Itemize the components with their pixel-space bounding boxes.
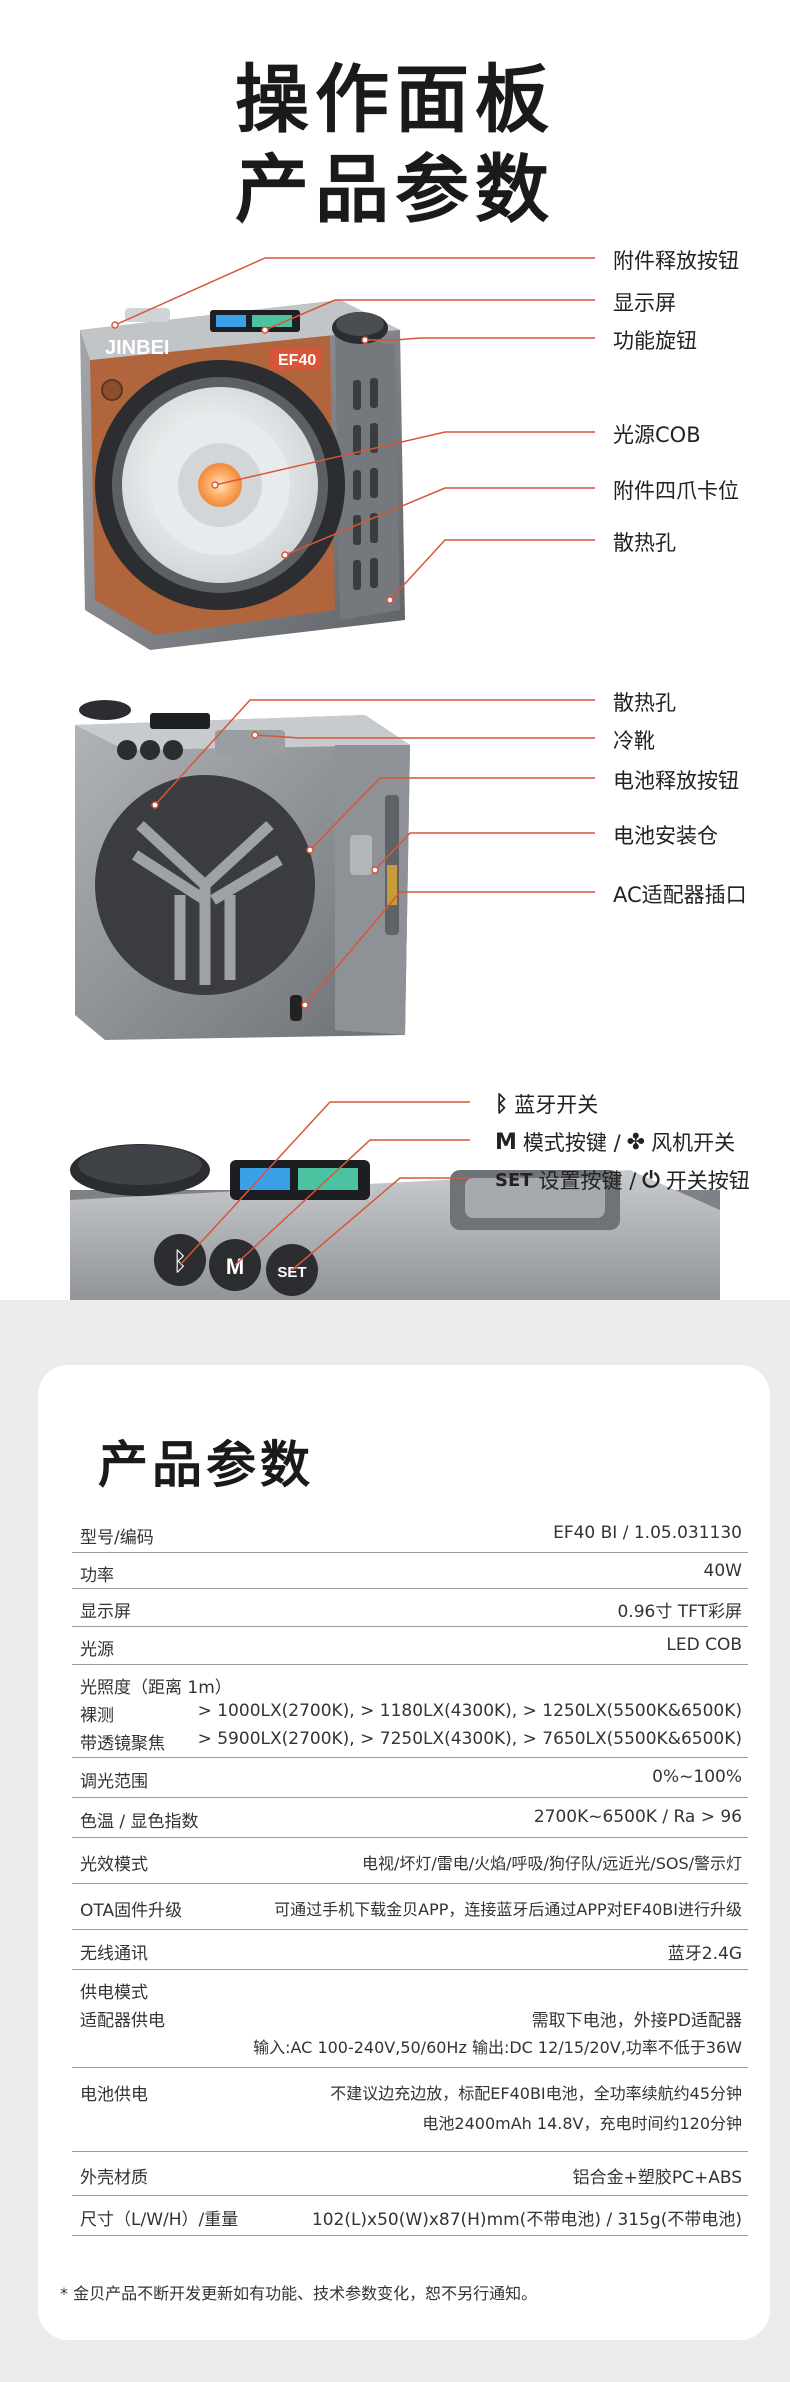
callout-display: 显示屏: [613, 291, 676, 315]
func-set-power: SET 设置按键 / ⏻ 开关按钮: [495, 1165, 750, 1195]
spec-row-housing: 外壳材质 铝合金+塑胶PC+ABS: [72, 2152, 748, 2196]
mode-button[interactable]: M: [209, 1239, 261, 1291]
spec-label: 显示屏: [80, 1602, 131, 1622]
headline-product-params: 产品参数: [235, 147, 555, 233]
spec-label: 供电模式: [80, 1983, 148, 2003]
spec-sublabel: 带透镜聚焦: [80, 1734, 165, 1754]
spec-row-illuminance: 光照度（距离 1m） 裸测 > 1000LX(2700K), > 1180LX(…: [72, 1665, 748, 1758]
func-power-text: 开关按钮: [665, 1169, 750, 1193]
spec-value: 0%~100%: [652, 1767, 742, 1787]
func-mode-text: 模式按键 /: [522, 1131, 621, 1155]
spec-card: 产品参数 型号/编码 EF40 BI / 1.05.031130 功率 40W …: [38, 1365, 770, 2340]
callout-battery-release: 电池释放按钮: [613, 769, 739, 793]
spec-row-battery-power: 电池供电 不建议边充边放，标配EF40BI电池，全功率续航约45分钟 电池240…: [72, 2068, 748, 2152]
spec-label: 光照度（距离 1m）: [80, 1678, 232, 1698]
buttons-closeup-photo: ᛒ M SET: [70, 1130, 720, 1315]
power-icon: ⏻: [642, 1167, 660, 1193]
model-badge: EF40: [278, 352, 316, 369]
bluetooth-icon: ᛒ: [495, 1091, 509, 1117]
func-mode-fan: M 模式按键 / ✤ 风机开关: [495, 1127, 735, 1157]
spec-label: OTA固件升级: [80, 1901, 183, 1921]
spec-value: > 5900LX(2700K), > 7250LX(4300K), > 7650…: [197, 1729, 742, 1749]
spec-value: 0.96寸 TFT彩屏: [617, 1602, 742, 1622]
spec-value: 电池2400mAh 14.8V，充电时间约120分钟: [422, 2114, 742, 2133]
spec-label: 调光范围: [80, 1772, 148, 1792]
spec-value: LED COB: [666, 1635, 742, 1655]
callout-battery-bay: 电池安装仓: [613, 824, 718, 848]
spec-value: 蓝牙2.4G: [667, 1944, 742, 1964]
callout-four-claw: 附件四爪卡位: [613, 479, 739, 503]
bluetooth-button[interactable]: ᛒ: [154, 1234, 206, 1286]
spec-value: > 1000LX(2700K), > 1180LX(4300K), > 1250…: [197, 1701, 742, 1721]
callout-accessory-release: 附件释放按钮: [613, 249, 739, 273]
spec-row-size-weight: 尺寸（L/W/H）/重量 102(L)x50(W)x87(H)mm(不带电池) …: [72, 2196, 748, 2236]
callout-heat-vent-front: 散热孔: [613, 531, 676, 555]
headline-operation-panel: 操作面板: [235, 57, 555, 143]
footnote: * 金贝产品不断开发更新如有功能、技术参数变化，恕不另行通知。: [60, 2284, 538, 2303]
spec-label: 尺寸（L/W/H）/重量: [80, 2210, 239, 2230]
spec-row-dimming: 调光范围 0%~100%: [72, 1758, 748, 1798]
callout-ac-port: AC适配器插口: [613, 883, 747, 907]
spec-row-model: 型号/编码 EF40 BI / 1.05.031130: [72, 1515, 748, 1553]
spec-row-wireless: 无线通讯 蓝牙2.4G: [72, 1930, 748, 1970]
spec-label: 功率: [80, 1566, 114, 1586]
spec-value: EF40 BI / 1.05.031130: [553, 1523, 742, 1543]
spec-value: 输入:AC 100-240V,50/60Hz 输出:DC 12/15/20V,功…: [253, 2038, 742, 2057]
callout-cob: 光源COB: [613, 423, 701, 447]
func-bluetooth-text: 蓝牙开关: [514, 1093, 599, 1117]
brand-logo: JINBEI: [105, 337, 169, 359]
spec-row-ota: OTA固件升级 可通过手机下载金贝APP，连接蓝牙后通过APP对EF40BI进行…: [72, 1884, 748, 1930]
spec-value: 2700K~6500K / Ra > 96: [533, 1807, 742, 1827]
set-glyph: SET: [495, 1169, 533, 1191]
callout-cold-shoe: 冷靴: [613, 729, 655, 753]
spec-value: 可通过手机下载金贝APP，连接蓝牙后通过APP对EF40BI进行升级: [274, 1900, 742, 1919]
spec-row-cct-cri: 色温 / 显色指数 2700K~6500K / Ra > 96: [72, 1798, 748, 1838]
mode-button-label: M: [226, 1254, 244, 1279]
back-view-photo: [65, 685, 425, 1045]
spec-sublabel: 适配器供电: [80, 2011, 165, 2031]
mode-glyph: M: [495, 1129, 517, 1155]
spec-label: 光源: [80, 1640, 114, 1660]
button-panel-illustration: ᛒ M SET: [70, 1144, 720, 1315]
callout-heat-vent-back: 散热孔: [613, 691, 676, 715]
spec-row-effects: 光效模式 电视/坏灯/雷电/火焰/呼吸/狗仔队/远近光/SOS/警示灯: [72, 1838, 748, 1884]
spec-heading: 产品参数: [98, 1436, 314, 1494]
spec-row-light-source: 光源 LED COB: [72, 1627, 748, 1665]
spec-label: 光效模式: [80, 1855, 148, 1875]
front-view-photo: JINBEI EF40: [60, 290, 430, 660]
light-front-illustration: JINBEI EF40: [80, 300, 405, 650]
light-back-illustration: [75, 700, 410, 1040]
spec-value: 铝合金+塑胶PC+ABS: [572, 2168, 742, 2188]
set-button-label: SET: [277, 1264, 306, 1281]
spec-value: 40W: [703, 1561, 742, 1581]
spec-value: 不建议边充边放，标配EF40BI电池，全功率续航约45分钟: [330, 2084, 742, 2103]
spec-row-display: 显示屏 0.96寸 TFT彩屏: [72, 1589, 748, 1627]
spec-value: 需取下电池，外接PD适配器: [531, 2011, 742, 2031]
set-button[interactable]: SET: [266, 1244, 318, 1296]
func-bluetooth: ᛒ 蓝牙开关: [495, 1089, 598, 1119]
spec-label: 电池供电: [80, 2085, 148, 2105]
spec-row-power: 功率 40W: [72, 1553, 748, 1589]
fan-icon: ✤: [626, 1129, 646, 1155]
func-set-text: 设置按键 /: [538, 1169, 637, 1193]
spec-label: 无线通讯: [80, 1944, 148, 1964]
spec-label: 型号/编码: [80, 1528, 154, 1548]
func-fan-text: 风机开关: [651, 1131, 736, 1155]
spec-label: 色温 / 显色指数: [80, 1812, 199, 1832]
spec-row-adapter-power: 供电模式 适配器供电 需取下电池，外接PD适配器 输入:AC 100-240V,…: [72, 1970, 748, 2068]
bluetooth-icon: ᛒ: [172, 1247, 188, 1277]
spec-sublabel: 裸测: [80, 1706, 114, 1726]
spec-value: 102(L)x50(W)x87(H)mm(不带电池) / 315g(不带电池): [311, 2210, 742, 2230]
spec-label: 外壳材质: [80, 2168, 148, 2188]
spec-value: 电视/坏灯/雷电/火焰/呼吸/狗仔队/远近光/SOS/警示灯: [361, 1854, 742, 1873]
callout-function-knob: 功能旋钮: [613, 329, 697, 353]
